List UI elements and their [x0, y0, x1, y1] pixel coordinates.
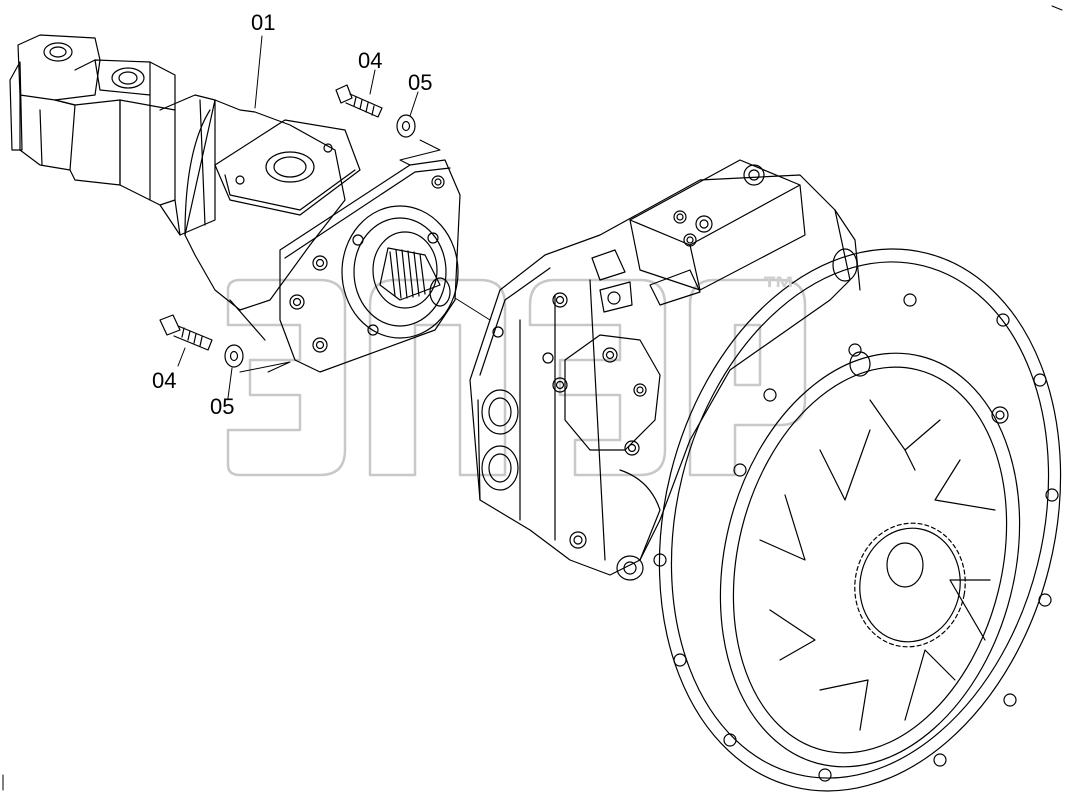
callout-part-05-bottom: 05: [210, 394, 235, 419]
pump-main-housing: [184, 99, 346, 311]
pump-side-cover: [564, 334, 661, 451]
housing-outer-rim: [658, 248, 1062, 792]
callout-part-04-bottom: 04: [152, 368, 177, 393]
callout-part-01: 01: [251, 10, 276, 35]
pump-rear-port-block: [17, 34, 101, 101]
main-hydraulic-pump: [469, 159, 871, 581]
main-pump-body: [469, 174, 851, 576]
watermark-trademark: ™: [762, 270, 796, 308]
watermark-logo: [226, 278, 807, 477]
bolt-top: [335, 84, 383, 118]
coupling-gear: [854, 522, 966, 648]
pump-body-front: [159, 94, 216, 236]
corner-mark-top-right: [1051, 5, 1063, 11]
housing-inner-rim: [719, 352, 1021, 768]
pump-body-mid: [74, 59, 176, 111]
rim-bolts: [653, 293, 1059, 782]
callout-leaders: [177, 35, 419, 399]
main-pump-port-upper: [481, 389, 519, 435]
housing-spokes: [759, 399, 996, 731]
flywheel-coupling-housing: [653, 248, 1062, 792]
bolt-bottom: [159, 314, 213, 351]
pump-mounting-flange: [279, 159, 461, 373]
assembly-leader-lines: [239, 139, 491, 373]
pump-spline-shaft: [379, 247, 441, 301]
washer-top: [396, 114, 416, 138]
washer-bottom: [224, 344, 244, 368]
callout-part-05-top: 05: [408, 70, 433, 95]
main-pump-port-lower: [481, 445, 519, 491]
callout-part-04-top: 04: [358, 48, 383, 73]
pump-pilot-boss: [341, 205, 459, 339]
pump-body-rear: [19, 94, 76, 171]
regulator-block: [629, 159, 806, 291]
pump-top-flange: [214, 119, 361, 216]
gear-pump-assembly: [9, 34, 461, 373]
